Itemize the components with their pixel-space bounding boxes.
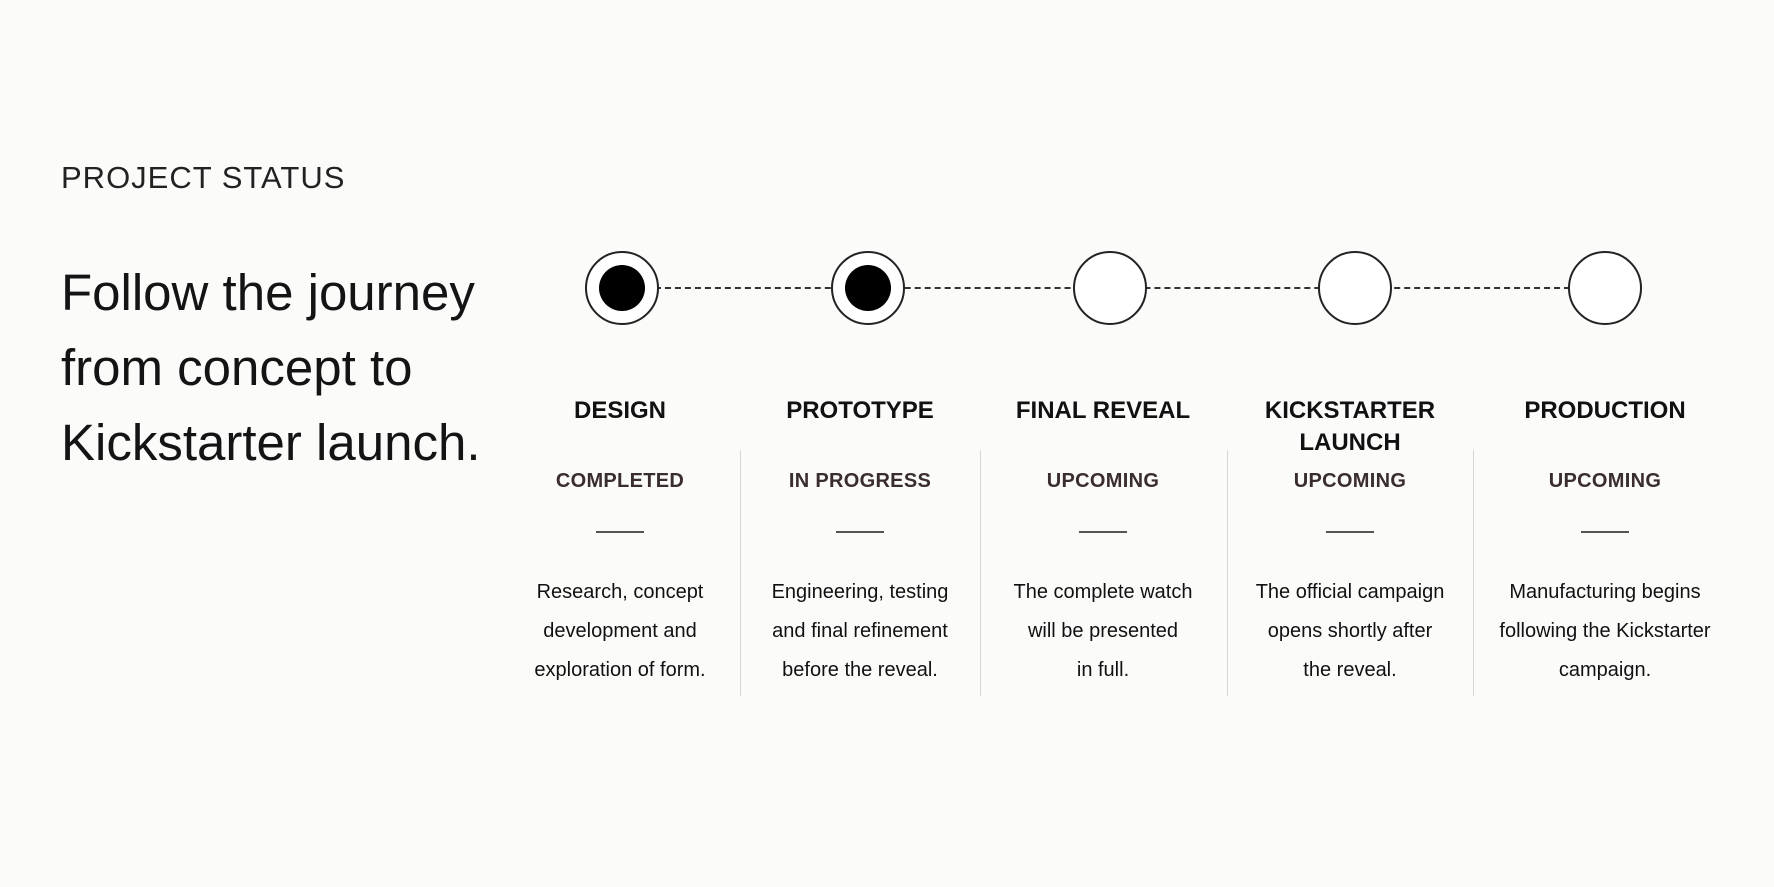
stage-title: PROTOTYPE — [760, 395, 960, 459]
stage-status: UPCOMING — [1548, 470, 1662, 492]
stage-title-line: LAUNCH — [1299, 429, 1401, 456]
stage-description-line: development and — [543, 620, 697, 642]
stage-node-prototype-in-progress-icon — [831, 251, 905, 325]
stage-description-line: and final refinement — [772, 620, 948, 642]
page-headline: Follow the journey from concept to Kicks… — [61, 255, 501, 480]
stage-description: The official campaign opens shortly afte… — [1240, 573, 1460, 690]
stage-description-line: Engineering, testing — [771, 581, 949, 603]
stage-status: UPCOMING — [1293, 470, 1407, 492]
progress-track — [585, 250, 1642, 326]
stage-description-line: Manufacturing begins — [1509, 581, 1701, 603]
stage-description-line: following the Kickstarter — [1499, 620, 1711, 642]
stage-title: KICKSTARTER LAUNCH — [1240, 395, 1460, 459]
stage-description: Research, concept development and explor… — [520, 573, 720, 690]
stage-node-final-reveal-upcoming-icon — [1073, 251, 1147, 325]
stage-description-line: will be presented — [1027, 620, 1179, 642]
stage-title-line: PROTOTYPE — [786, 397, 934, 424]
stage-description-line: exploration of form. — [534, 659, 706, 681]
stage-title-line: FINAL REVEAL — [1015, 397, 1191, 424]
stage-description-line: The official campaign — [1255, 581, 1445, 603]
stage-description-line: Research, concept — [536, 581, 704, 603]
stage-divider-rule — [1079, 531, 1127, 533]
stage-description: Manufacturing begins following the Kicks… — [1490, 573, 1720, 690]
stage-description-line: The complete watch — [1013, 581, 1193, 603]
stage-node-kickstarter-launch-upcoming-icon — [1318, 251, 1392, 325]
headline-line: from concept to — [61, 339, 413, 396]
stage-divider — [980, 450, 981, 696]
stage-divider — [1227, 450, 1228, 696]
stage-divider-rule — [836, 531, 884, 533]
headline-line: Follow the journey — [61, 264, 475, 321]
stage-description-line: campaign. — [1558, 659, 1652, 681]
stage-description-line: in full. — [1076, 659, 1130, 681]
stage-description: Engineering, testing and final refinemen… — [760, 573, 960, 690]
stage-description-line: before the reveal. — [782, 659, 938, 681]
stage-prototype: PROTOTYPE IN PROGRESS Engineering, testi… — [760, 395, 960, 690]
stage-description-line: opens shortly after — [1267, 620, 1433, 642]
stage-description-line: the reveal. — [1303, 659, 1397, 681]
stage-node-design-completed-icon — [585, 251, 659, 325]
section-eyebrow: PROJECT STATUS — [61, 160, 346, 195]
stage-title-line: PRODUCTION — [1524, 397, 1686, 424]
headline-line: Kickstarter launch. — [61, 414, 481, 471]
stage-final-reveal: FINAL REVEAL UPCOMING The complete watch… — [998, 395, 1208, 690]
stage-status: COMPLETED — [555, 470, 685, 492]
stage-divider — [1473, 450, 1474, 696]
stage-divider — [740, 450, 741, 696]
stage-title-line: KICKSTARTER — [1264, 397, 1436, 424]
stage-divider-rule — [596, 531, 644, 533]
stage-node-production-upcoming-icon — [1568, 251, 1642, 325]
stage-divider-rule — [1581, 531, 1629, 533]
stage-divider-rule — [1326, 531, 1374, 533]
stage-title-line: DESIGN — [573, 397, 666, 424]
stage-title: FINAL REVEAL — [998, 395, 1208, 459]
stage-kickstarter-launch: KICKSTARTER LAUNCH UPCOMING The official… — [1240, 395, 1460, 690]
stage-status: IN PROGRESS — [788, 470, 932, 492]
stage-title: PRODUCTION — [1490, 395, 1720, 459]
stage-title: DESIGN — [520, 395, 720, 459]
stage-status: UPCOMING — [1046, 470, 1160, 492]
stage-description: The complete watch will be presented in … — [998, 573, 1208, 690]
stage-design: DESIGN COMPLETED Research, concept devel… — [520, 395, 720, 690]
stage-production: PRODUCTION UPCOMING Manufacturing begins… — [1490, 395, 1720, 690]
